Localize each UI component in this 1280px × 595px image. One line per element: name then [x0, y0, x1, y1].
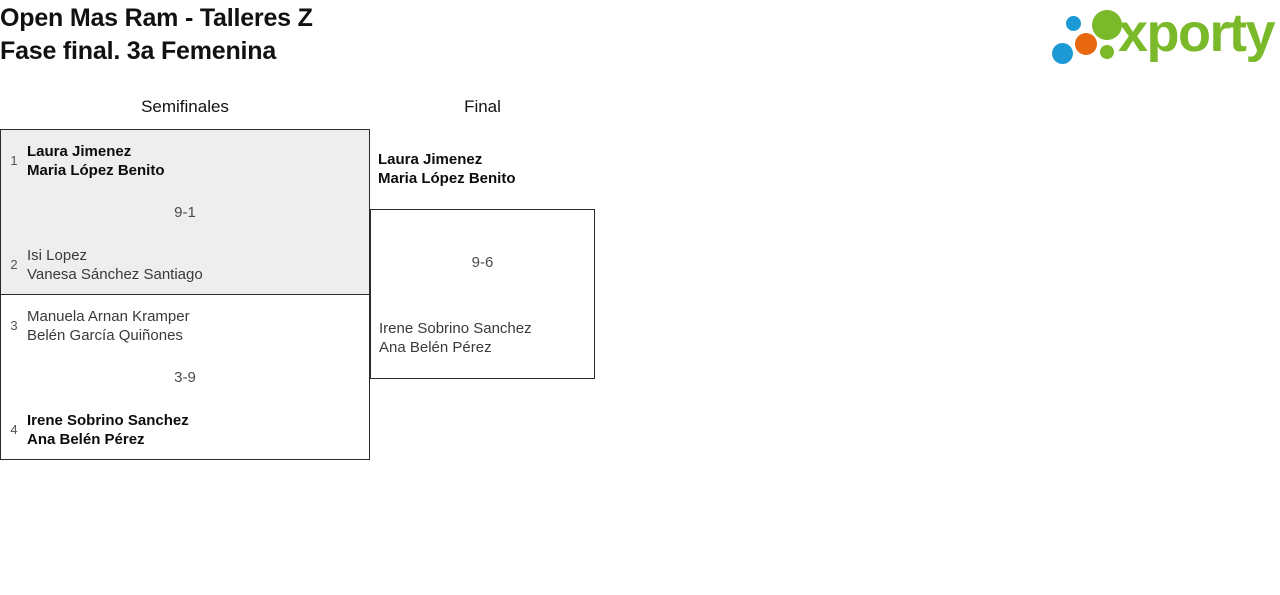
page-title-line-2: Fase final. 3a Femenina [0, 37, 277, 65]
semifinal-2-team-top-seed: 3 [10, 318, 18, 333]
player-name: Belén García Quiñones [27, 327, 183, 344]
player-name: Maria López Benito [27, 162, 165, 179]
final-team-bottom[interactable]: Irene Sobrino Sanchez Ana Belén Pérez [379, 319, 532, 357]
xporty-logo-dots-icon [1050, 8, 1122, 64]
final-score: 9-6 [471, 254, 494, 271]
semifinal-1-team-top[interactable]: 1 Laura Jimenez Maria López Benito [1, 142, 369, 180]
semifinal-2-team-top-names: Manuela Arnan Kramper Belén García Quiño… [27, 307, 369, 345]
xporty-logo-wordmark: xporty [1118, 3, 1276, 63]
match-semifinal-2[interactable]: 3 Manuela Arnan Kramper Belén García Qui… [0, 294, 370, 460]
logo-dot-orange-icon [1075, 33, 1097, 55]
page-header: Open Mas Ram - Talleres Z Fase final. 3a… [0, 0, 1280, 85]
round-header-final: Final [464, 97, 501, 116]
player-name: Irene Sobrino Sanchez [27, 412, 189, 429]
player-name: Vanesa Sánchez Santiago [27, 266, 203, 283]
final-team-top[interactable]: Laura Jimenez Maria López Benito [378, 150, 516, 188]
player-name: Maria López Benito [378, 170, 516, 187]
player-name: Ana Belén Pérez [379, 339, 492, 356]
semifinal-2-team-bottom-seed: 4 [10, 422, 18, 437]
xporty-logo[interactable]: xporty [1050, 3, 1276, 64]
logo-dot-blue-bottom-icon [1052, 43, 1073, 64]
bracket-container: Semifinales Final 1 Laura Jimenez Maria … [0, 85, 1280, 595]
player-name: Ana Belén Pérez [27, 431, 145, 448]
match-final[interactable]: 9-6 Irene Sobrino Sanchez Ana Belén Pére… [370, 209, 595, 379]
semifinal-1-team-bottom-seed: 2 [10, 257, 18, 272]
semifinal-1-team-bottom-names: Isi Lopez Vanesa Sánchez Santiago [27, 246, 369, 284]
player-name: Laura Jimenez [378, 151, 483, 168]
match-semifinal-1[interactable]: 1 Laura Jimenez Maria López Benito 9-1 2… [0, 129, 370, 295]
semifinal-2-score: 3-9 [174, 369, 196, 386]
logo-dot-green-large-icon [1092, 10, 1122, 40]
semifinal-2-team-bottom-names: Irene Sobrino Sanchez Ana Belén Pérez [27, 411, 369, 449]
player-name: Irene Sobrino Sanchez [379, 320, 532, 337]
player-name: Manuela Arnan Kramper [27, 308, 190, 325]
logo-dot-green-small-icon [1100, 45, 1114, 59]
semifinal-1-score: 9-1 [174, 204, 196, 221]
player-name: Isi Lopez [27, 247, 88, 264]
page-title-line-1: Open Mas Ram - Talleres Z [0, 4, 313, 32]
logo-dot-blue-top-icon [1066, 16, 1081, 31]
semifinal-1-team-top-names: Laura Jimenez Maria López Benito [27, 142, 369, 180]
semifinal-2-team-bottom[interactable]: 4 Irene Sobrino Sanchez Ana Belén Pérez [1, 411, 369, 449]
semifinal-1-team-bottom[interactable]: 2 Isi Lopez Vanesa Sánchez Santiago [1, 246, 369, 284]
player-name: Laura Jimenez [27, 143, 132, 160]
round-header-semifinals: Semifinales [141, 97, 229, 116]
semifinal-2-team-top[interactable]: 3 Manuela Arnan Kramper Belén García Qui… [1, 307, 369, 345]
page-title: Open Mas Ram - Talleres Z Fase final. 3a… [0, 2, 720, 68]
semifinal-1-team-top-seed: 1 [10, 153, 18, 168]
